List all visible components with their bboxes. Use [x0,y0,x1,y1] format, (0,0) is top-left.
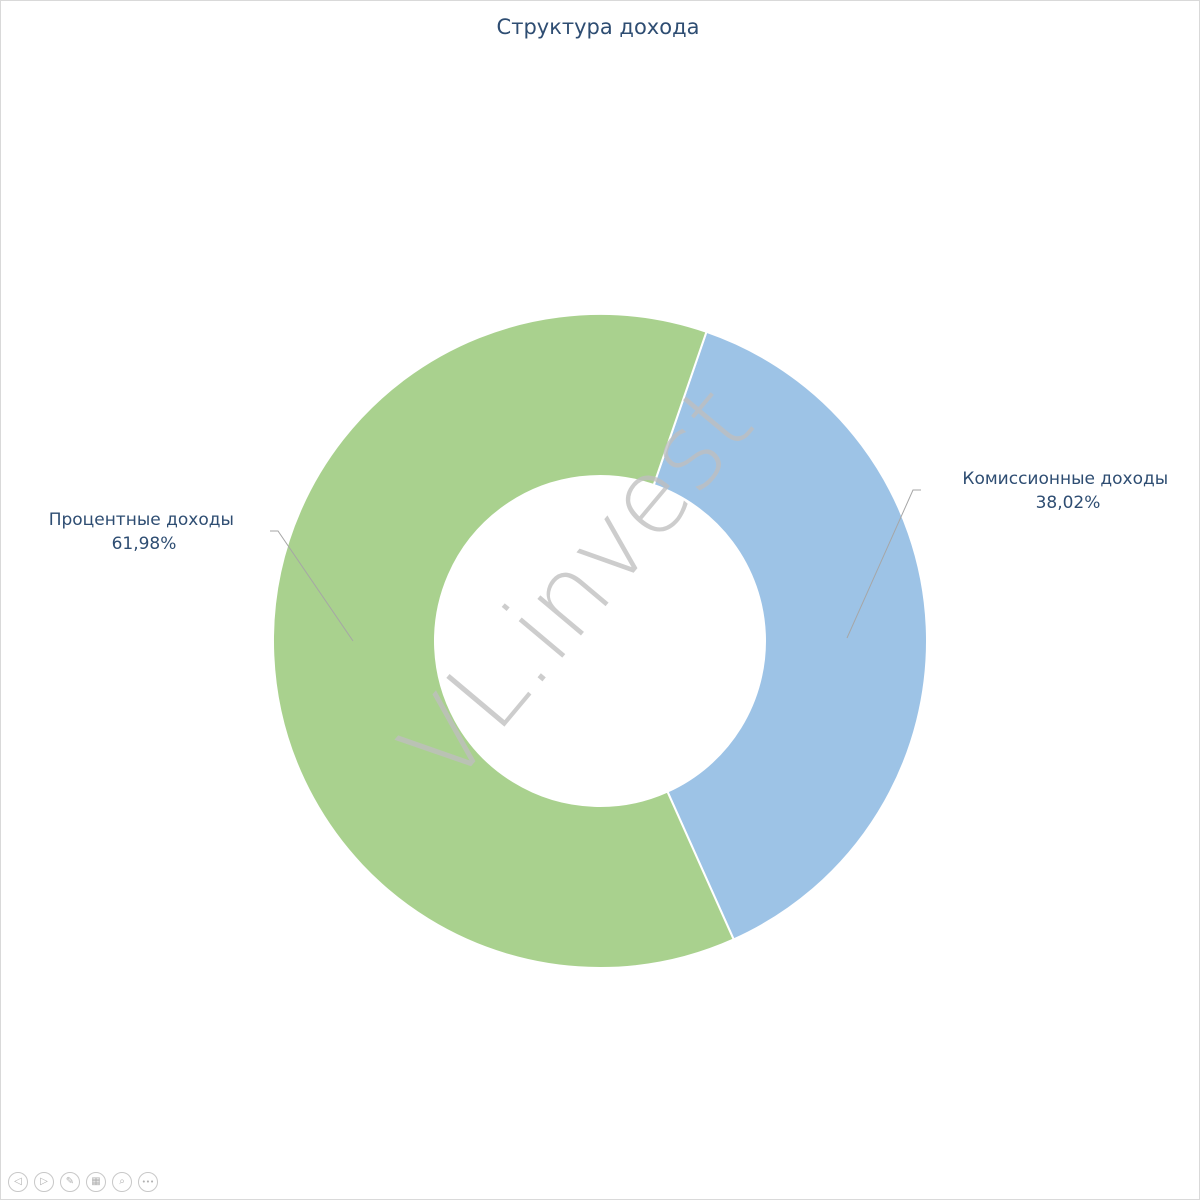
next-slide-icon[interactable]: ▷ [34,1172,54,1192]
data-label-commission: Комиссионные доходы 38,02% [962,469,1173,513]
slides-grid-icon[interactable]: ▦ [86,1172,106,1192]
pen-icon[interactable]: ✎ [60,1172,80,1192]
leader-line-interest [270,530,354,642]
donut-slices [272,313,929,969]
leader-line-commission [846,489,921,639]
zoom-icon[interactable]: ⌕ [112,1172,132,1192]
slice-commission-income [652,330,929,941]
previous-slide-icon[interactable]: ◁ [8,1172,28,1192]
slice-interest-income [272,313,735,969]
label-category-interest: Процентные доходы [49,510,234,530]
more-options-icon[interactable]: ••• [138,1172,158,1192]
slideshow-toolbar: ◁ ▷ ✎ ▦ ⌕ ••• [8,1172,158,1192]
chart-title: Структура дохода [497,15,700,39]
label-category-commission: Комиссионные доходы [962,469,1168,489]
label-value-commission: 38,02% [1036,493,1101,513]
label-value-interest: 61,98% [112,534,177,554]
data-label-interest: Процентные доходы 61,98% [49,510,240,554]
